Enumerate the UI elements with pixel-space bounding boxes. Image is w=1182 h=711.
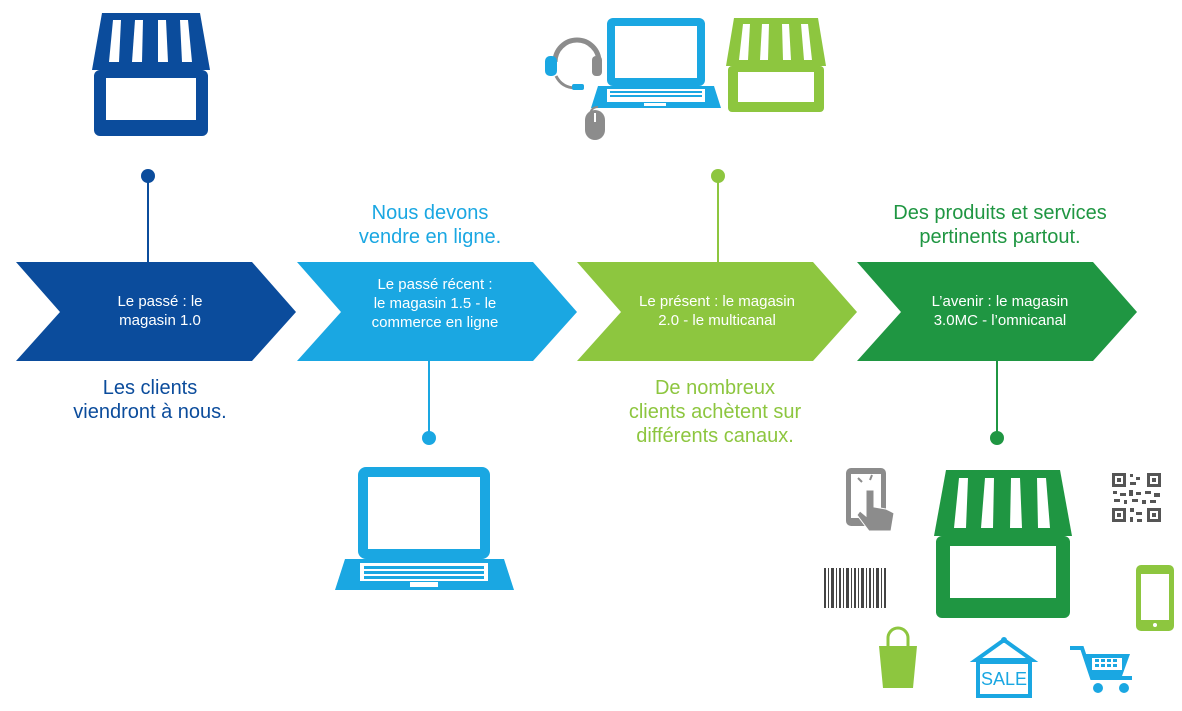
shopping-bag-icon <box>879 626 917 688</box>
store-icon <box>92 13 210 136</box>
barcode-icon <box>824 568 886 608</box>
sale-sign-icon <box>969 637 1039 698</box>
store-icon <box>726 18 826 112</box>
stage-4-caption: Des produits et services pertinents part… <box>893 202 1107 248</box>
mouse-icon <box>585 106 605 140</box>
sale-sign-text: SALE <box>980 669 1028 689</box>
stage-2-dot <box>422 431 436 445</box>
shopping-cart-icon <box>1070 646 1132 693</box>
tablet-touch-icon <box>846 468 895 532</box>
stage-4-label: L’avenir : le magasin 3.0MC - l’omnicana… <box>931 293 1069 329</box>
stage-3-dot <box>711 169 725 183</box>
store-icon <box>934 470 1072 618</box>
laptop-icon <box>335 467 514 590</box>
stage-1-chevron <box>16 262 296 361</box>
stage-2-caption: Nous devons vendre en ligne. <box>358 202 502 248</box>
stage-4-chevron <box>857 262 1137 361</box>
stage-1-label: Le passé : le magasin 1.0 <box>117 293 203 329</box>
mobile-phone-icon <box>1136 565 1174 631</box>
stage-1-dot <box>141 169 155 183</box>
stage-2-label: Le passé récent : le magasin 1.5 - le co… <box>371 276 499 331</box>
stage-3-label: Le présent : le magasin 2.0 - le multica… <box>639 293 795 329</box>
stage-2-chevron <box>297 262 577 361</box>
laptop-icon <box>591 18 721 108</box>
stage-4-dot <box>990 431 1004 445</box>
stage-1-caption: Les clients viendront à nous. <box>73 377 227 423</box>
qr-code-icon <box>1112 473 1161 522</box>
stage-3-caption: De nombreux clients achètent sur différe… <box>628 377 802 447</box>
stage-3-chevron <box>577 262 857 361</box>
headset-icon <box>545 37 602 90</box>
